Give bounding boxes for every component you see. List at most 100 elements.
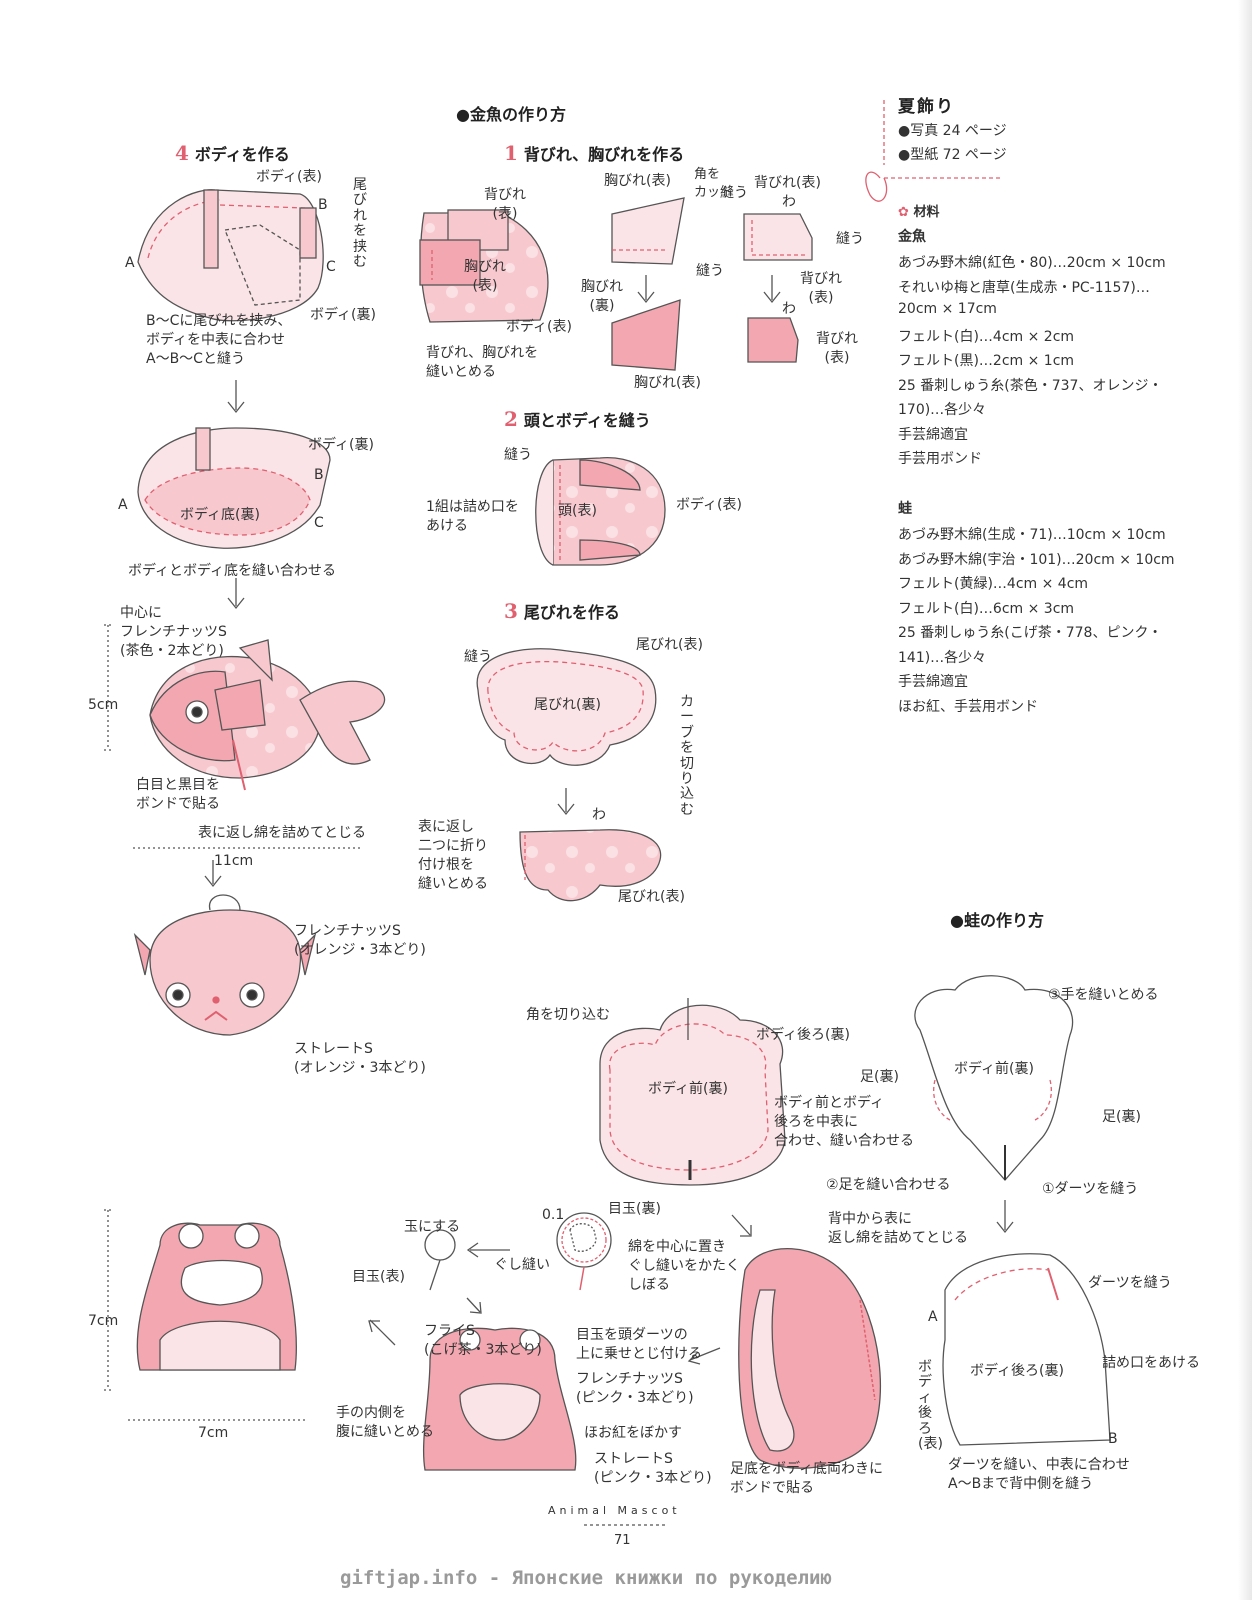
material-item: 手芸用ボンド <box>898 451 982 467</box>
label: ボディとボディ底を縫い合わせる <box>128 563 337 579</box>
label: フライS (こげ茶・3本どり) <box>424 1323 542 1358</box>
label: ボディ底(裏) <box>180 507 260 523</box>
eyeball-diagram <box>556 1212 612 1268</box>
label: 背びれ (表) <box>816 331 858 366</box>
pattern-ref: ●型紙 72 ページ <box>898 147 1007 163</box>
materials-title: 夏飾り <box>898 97 955 117</box>
label: 胸びれ (裏) <box>581 279 623 314</box>
label: ②足を縫い合わせる <box>826 1177 951 1193</box>
material-item: それいゆ梅と唐草(生成赤・PC-1157)… <box>898 279 1150 296</box>
step-title: 頭とボディを縫う <box>523 411 651 430</box>
material-item: 手芸綿適宜 <box>898 674 968 690</box>
material-item: フェルト(白)…6cm × 3cm <box>898 600 1075 617</box>
material-item: フェルト(白)…4cm × 2cm <box>898 328 1075 345</box>
label: 11cm <box>214 853 254 869</box>
label: 足(裏) <box>860 1069 899 1085</box>
label: 胸びれ(表) <box>604 173 671 189</box>
page-edge-shadow <box>1238 0 1252 1600</box>
label: ボディ前とボディ 後ろを中表に 合わせ、縫い合わせる <box>774 1095 914 1149</box>
page-number: 71 <box>614 1533 631 1548</box>
label: 尾びれ(表) <box>636 637 703 653</box>
label: 白目と黒目を ボンドで貼る <box>136 777 220 812</box>
material-item: 170)…各少々 <box>898 402 987 418</box>
watermark: giftjap.info - Японские книжки по рукоде… <box>340 1567 832 1589</box>
material-item: 141)…各少々 <box>898 649 987 666</box>
label: 背びれ (表) <box>800 271 842 306</box>
label: B～Cに尾びれを挟み、 ボディを中表に合わせ A～B～Cと縫う <box>146 313 292 367</box>
label: A <box>118 497 128 513</box>
label: わ <box>782 301 796 317</box>
material-item: あづみ野木綿(紅色・80)…20cm × 10cm <box>898 255 1166 271</box>
label: ③手を縫いとめる <box>1048 987 1159 1003</box>
label: ボディ(表) <box>256 169 322 185</box>
label: ストレートS (ピンク・3本どり) <box>594 1451 712 1486</box>
label: ボディ後ろ(裏) <box>756 1027 850 1043</box>
step-number: 3 <box>504 599 518 623</box>
label: カーブを切り込む <box>680 694 694 818</box>
label: A <box>928 1309 938 1325</box>
label: ボディ(裏) <box>310 307 376 323</box>
label: 足(裏) <box>1102 1109 1141 1125</box>
tail-fin-diagram <box>476 648 657 766</box>
label: 7cm <box>198 1425 229 1441</box>
fins-diagram-3 <box>611 299 681 371</box>
fins-diagram-4 <box>743 213 813 261</box>
label: 背びれ(表) <box>754 175 821 191</box>
step-number: 2 <box>504 407 518 431</box>
material-item: あづみ野木綿(生成・71)…10cm × 10cm <box>898 527 1166 543</box>
fins-diagram-5 <box>747 317 799 363</box>
flower-icon: ✿ <box>898 205 909 220</box>
materials-label: ✿ 材料 <box>898 204 939 222</box>
goldfish-front <box>149 909 302 1036</box>
goldfish-step2-title: 2 頭とボディを縫う <box>504 406 651 433</box>
label: ボディ(裏) <box>308 437 374 453</box>
label: 縫う <box>696 263 724 279</box>
label: 表に返し綿を詰めてとじる <box>198 825 366 841</box>
label: フレンチナッツS (オレンジ・3本どり) <box>294 923 426 958</box>
label: 詰め口をあける <box>1102 1355 1200 1371</box>
label: 目玉を頭ダーツの 上に乗せとじ付ける <box>576 1327 702 1362</box>
label: 背びれ (表) <box>484 187 526 222</box>
material-item: 25 番刺しゅう糸(茶色・737、オレンジ・ <box>898 377 1163 394</box>
label: ボディ(表) <box>506 319 572 335</box>
label: 表に返し 二つに折り 付け根を 縫いとめる <box>418 819 488 892</box>
label: C <box>314 515 324 531</box>
label: ボディ前(裏) <box>954 1061 1034 1077</box>
goldfish-heading: ●金魚の作り方 <box>456 105 566 124</box>
goldfish-materials-title: 金魚 <box>898 229 926 245</box>
label: 縫う <box>464 649 492 665</box>
label: ダーツを縫い、中表に合わせ A～Bまで背中側を縫う <box>948 1457 1130 1492</box>
label: 足底をボディ底両わきに ボンドで貼る <box>730 1461 884 1496</box>
frog-body-front-back <box>599 1004 786 1186</box>
material-item: あづみ野木綿(宇治・101)…20cm × 10cm <box>898 551 1175 568</box>
materials-label-text: 材料 <box>913 205 940 220</box>
label: 手の内側を 腹に縫いとめる <box>336 1405 434 1440</box>
label: ボディ前(裏) <box>648 1081 728 1097</box>
frog-heading: ●蛙の作り方 <box>950 911 1044 930</box>
label: 胸びれ (表) <box>464 259 506 294</box>
label: わ <box>592 807 606 823</box>
label: 1組は詰め口を あける <box>426 499 519 534</box>
goldfish-step3-title: 3 尾びれを作る <box>504 598 620 625</box>
step-title: 尾びれを作る <box>523 603 620 622</box>
label: わ <box>782 194 796 210</box>
body-sew-diagram <box>137 189 324 322</box>
label: 角を カット <box>694 167 734 200</box>
label: 縫う <box>504 447 532 463</box>
label: B <box>318 197 328 213</box>
tail-fin-folded <box>519 829 662 902</box>
frog-body-back <box>942 1253 1111 1446</box>
label: 頭(表) <box>558 503 597 519</box>
material-item: ほお紅、手芸用ボンド <box>898 698 1038 715</box>
label: 胸びれ(表) <box>634 375 701 391</box>
label: ①ダーツを縫う <box>1042 1181 1139 1197</box>
label: 背中から表に 返し綿を詰めてとじる <box>828 1211 968 1246</box>
photo-ref: ●写真 24 ページ <box>898 123 1007 139</box>
label: ストレートS (オレンジ・3本どり) <box>294 1041 426 1076</box>
label: 中心に フレンチナッツS (茶色・2本どり) <box>120 605 227 659</box>
label: 5cm <box>88 697 119 713</box>
label: B <box>314 467 324 483</box>
label: ダーツを縫う <box>1088 1275 1172 1291</box>
label: 0.1 <box>542 1207 565 1223</box>
